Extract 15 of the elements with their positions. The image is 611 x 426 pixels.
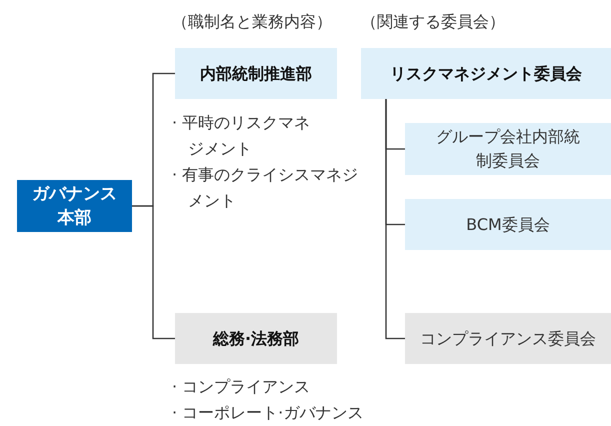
- committee-box: グループ会社内部統制委員会: [405, 123, 611, 175]
- bullet-text: · 平時のリスクマネジメント: [172, 112, 312, 160]
- column-heading: （職制名と業務内容）: [172, 12, 332, 33]
- department-box: ガバナンス本部: [17, 180, 132, 232]
- committee-box: BCM委員会: [405, 199, 611, 250]
- bullet-text: · 有事のクライシスマネジメント: [172, 164, 360, 212]
- connector-line: [132, 205, 175, 340]
- bullet-text: · コンプライアンス: [172, 376, 312, 398]
- bullet-text: · コーポレート·ガバナンス: [172, 402, 364, 424]
- connector-line: [385, 99, 405, 340]
- department-box: 総務·法務部: [175, 313, 337, 364]
- department-box: 内部統制推進部: [175, 48, 337, 99]
- column-heading: （関連する委員会）: [361, 12, 505, 33]
- committee-box: コンプライアンス委員会: [405, 313, 611, 364]
- committee-box: リスクマネジメント委員会: [361, 48, 611, 99]
